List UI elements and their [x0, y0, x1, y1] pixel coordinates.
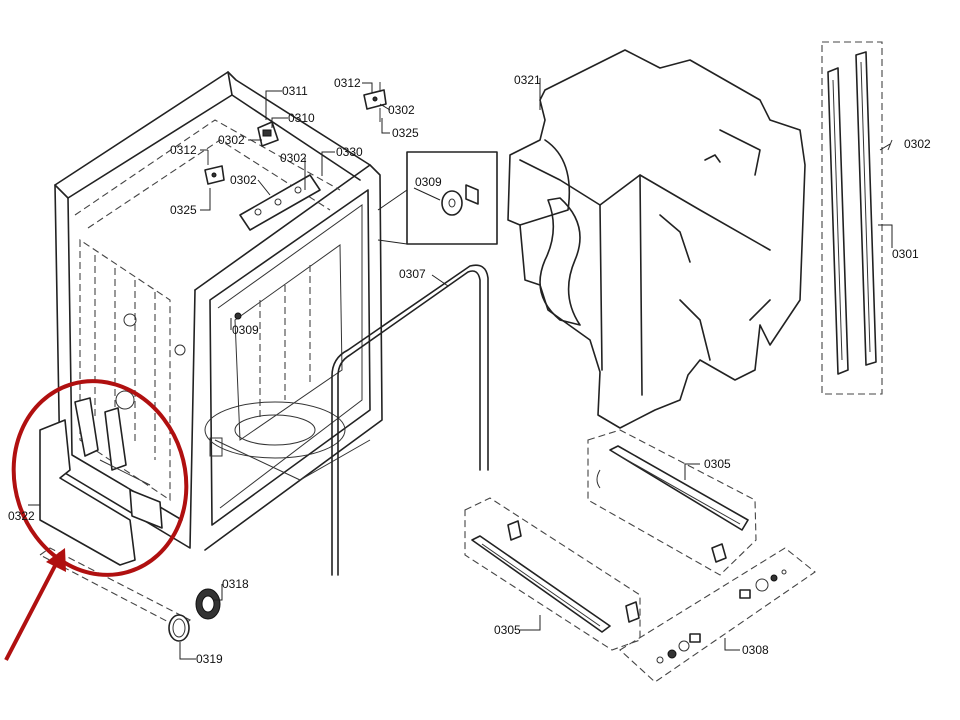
label-0310: 0310 [288, 111, 315, 125]
label-0311: 0311 [282, 84, 308, 98]
label-0302-a: 0302 [218, 133, 245, 147]
label-0309-tub: 0309 [232, 323, 259, 337]
highlight-circle [11, 379, 189, 577]
hardware-kit-0308 [619, 547, 816, 683]
rail-0305-lower [464, 497, 641, 651]
highlight-arrow [4, 559, 60, 661]
label-0318: 0318 [222, 577, 249, 591]
label-0325-left: 0325 [170, 203, 197, 217]
label-0330: 0330 [336, 145, 363, 159]
insulation-0321 [507, 49, 806, 429]
label-0312-top: 0312 [334, 76, 361, 90]
top-bracket-hardware [204, 82, 387, 231]
leader-lines [28, 78, 891, 660]
inset-0309-detail [377, 151, 498, 245]
highlight-arrow-head [46, 548, 66, 572]
label-0307: 0307 [399, 267, 426, 281]
label-0321: 0321 [514, 73, 541, 87]
ring-0319 [168, 614, 190, 642]
gasket-0307 [331, 264, 489, 576]
label-0302-right: 0302 [904, 137, 931, 151]
tub-assembly [54, 71, 383, 551]
rail-0305-upper [587, 429, 757, 576]
cover-panel-0322 [38, 397, 192, 629]
label-0305-upper: 0305 [704, 457, 731, 471]
label-0302-top: 0302 [388, 103, 415, 117]
label-0301: 0301 [892, 247, 919, 261]
label-0312-left: 0312 [170, 143, 197, 157]
label-0322: 0322 [8, 509, 35, 523]
label-0319: 0319 [196, 652, 223, 666]
label-0309-inset: 0309 [415, 175, 442, 189]
label-0325-top: 0325 [392, 126, 419, 140]
wheel-0318 [195, 588, 221, 620]
label-0302-c: 0302 [230, 173, 257, 187]
label-0305-lower: 0305 [494, 623, 521, 637]
part-labels: 0311 0310 0312 0302 0325 0321 0302 0301 … [8, 73, 931, 666]
side-rails-0301 [821, 41, 893, 395]
label-0308: 0308 [742, 643, 769, 657]
label-0302-b: 0302 [280, 151, 307, 165]
